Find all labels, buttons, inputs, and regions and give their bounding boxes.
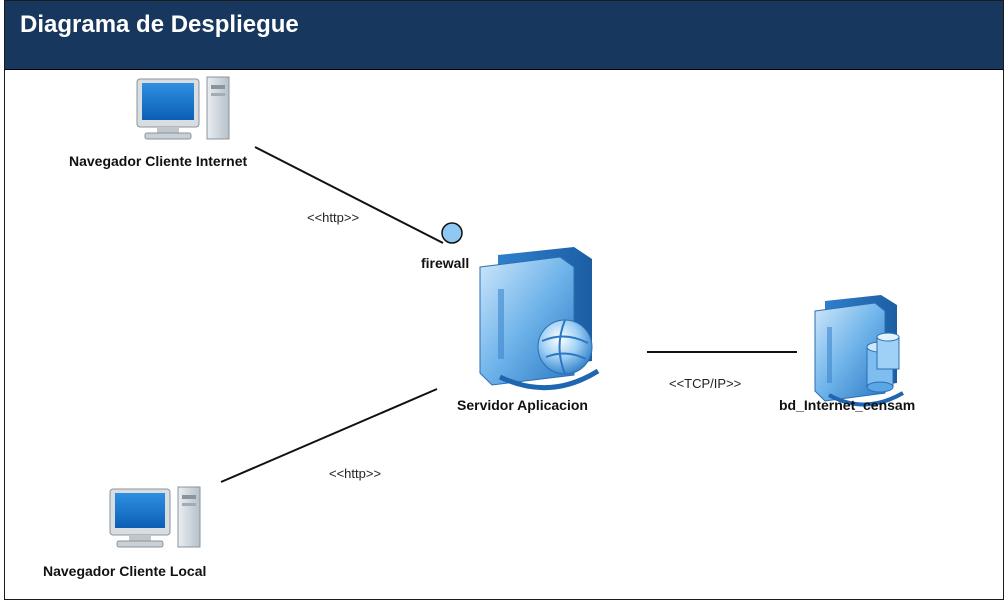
desktop-computer-icon (109, 486, 201, 548)
node-label-db-server: bd_Internet_censam (779, 397, 916, 413)
stereotype-tcpip: <<TCP/IP>> (669, 376, 742, 391)
stereotype-http-local: <<http>> (329, 466, 382, 481)
node-label-firewall: firewall (421, 255, 470, 271)
web-server-globe-icon (479, 247, 600, 391)
node-label-client-internet: Navegador Cliente Internet (69, 153, 248, 169)
desktop-computer-icon (136, 76, 230, 140)
title-bar: Diagrama de Despliegue (5, 1, 1003, 70)
node-label-client-local: Navegador Cliente Local (43, 563, 207, 579)
database-server-icon (814, 295, 905, 407)
connection-local-server (220, 388, 438, 483)
stereotype-http-internet: <<http>> (307, 210, 360, 225)
node-label-app-server: Servidor Aplicacion (457, 397, 588, 413)
diagram-canvas: Navegador Cliente Internet firewall Serv… (5, 69, 1003, 599)
diagram-svg (109, 76, 905, 548)
interface-circle-icon (441, 222, 463, 244)
page-title: Diagrama de Despliegue (20, 11, 299, 38)
diagram-frame: Diagrama de Despliegue (4, 0, 1004, 600)
connection-internet-firewall (254, 146, 444, 244)
